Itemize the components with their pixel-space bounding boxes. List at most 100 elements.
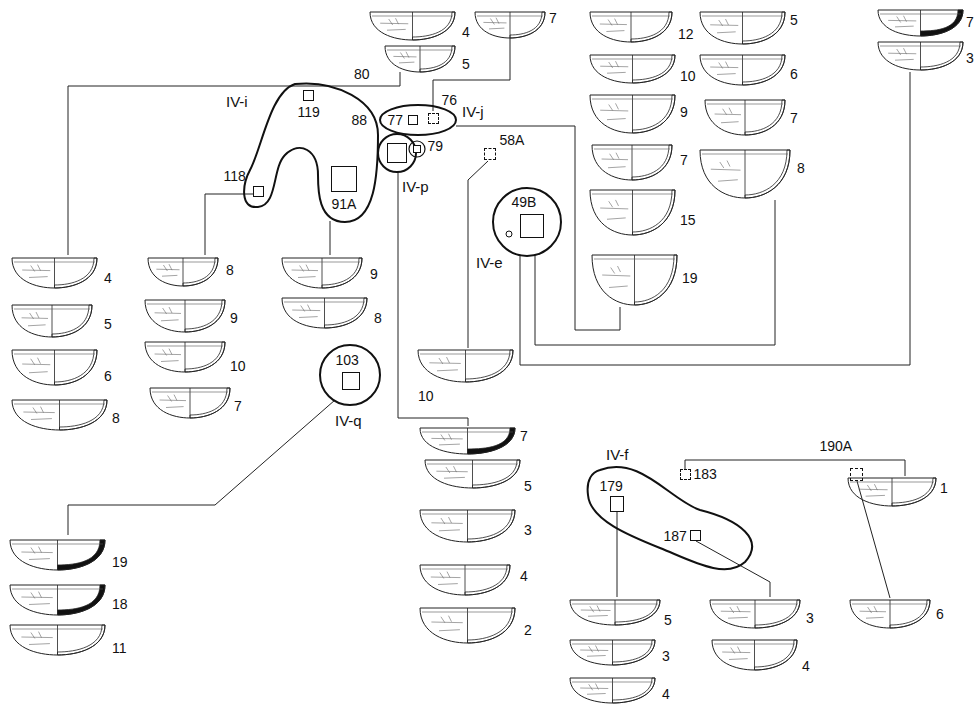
callout-number: 6	[790, 66, 798, 82]
vessel-outline	[700, 12, 785, 44]
pottery-profile	[850, 600, 930, 628]
vessel-outline	[385, 46, 455, 72]
surface-marks	[22, 312, 48, 326]
rim-line	[387, 50, 453, 51]
center-line	[745, 100, 746, 135]
pit-feature: 58A	[484, 148, 496, 160]
callout-number: 5	[790, 12, 798, 28]
center-line	[324, 298, 325, 328]
rim-line	[14, 309, 90, 310]
vessel-section	[52, 305, 92, 337]
rim-line	[572, 644, 653, 645]
rim-line	[147, 304, 223, 305]
callout-number: 8	[112, 410, 120, 426]
vessel-section	[190, 388, 230, 418]
feature-number: 91A	[332, 196, 357, 212]
center-line	[745, 150, 746, 198]
vessel-outline	[370, 12, 455, 40]
surface-marks	[580, 684, 608, 695]
callout-number: 12	[678, 26, 694, 42]
pottery-profile	[370, 12, 455, 40]
vessel-outline	[12, 258, 97, 288]
vessel-outline	[418, 350, 513, 382]
leader-line	[205, 194, 253, 255]
callout-number: 9	[230, 310, 238, 326]
surface-marks	[21, 592, 52, 605]
callout-number: 6	[936, 606, 944, 622]
surface-marks	[431, 572, 461, 585]
vessel-section	[465, 565, 510, 595]
rim-line	[592, 59, 673, 60]
center-line	[185, 342, 186, 372]
pottery-profile	[282, 298, 367, 328]
vessel-outline	[590, 95, 675, 133]
pottery-profile	[10, 625, 105, 655]
vessel-outline	[420, 428, 515, 454]
rim-line	[422, 612, 513, 613]
surface-marks	[21, 632, 52, 645]
vessel-section	[325, 298, 368, 328]
callout-number: 10	[680, 68, 696, 84]
vessel-outline	[590, 12, 672, 42]
pottery-profile	[12, 350, 97, 385]
surface-marks	[483, 18, 506, 29]
callout-number: 5	[524, 478, 532, 494]
vessel-outline	[850, 600, 930, 628]
group-label: IV-p	[402, 178, 429, 195]
callout-number: 11	[112, 640, 127, 656]
rim-line	[702, 154, 788, 155]
center-line	[57, 585, 58, 615]
pottery-profile	[592, 145, 672, 180]
rim-line	[150, 262, 216, 263]
vessel-outline	[592, 255, 677, 305]
center-line	[190, 388, 191, 418]
pottery-drawings	[10, 10, 963, 703]
outline-path	[588, 467, 752, 569]
leader-line	[398, 172, 468, 426]
feature-number: 187	[664, 528, 687, 544]
center-line	[632, 190, 633, 235]
pottery-profile	[10, 540, 105, 570]
vessel-section	[745, 100, 785, 135]
feature-number: 88	[352, 112, 368, 128]
rim-line	[714, 644, 795, 645]
rim-line	[427, 464, 518, 465]
callout-number: 3	[806, 610, 814, 626]
feature-number: 76	[442, 92, 458, 108]
vessel-outline	[10, 625, 105, 655]
leader-line	[685, 460, 905, 476]
rim-line	[12, 544, 103, 545]
center-line	[54, 350, 55, 385]
rim-line	[372, 16, 453, 17]
center-line	[754, 640, 755, 670]
vessel-section	[58, 625, 106, 655]
rim-line	[147, 346, 223, 347]
vessel-outline	[700, 150, 790, 198]
feature-group: IV-f179187	[584, 442, 769, 582]
center-line	[742, 55, 743, 85]
vessel-outline	[12, 305, 92, 337]
vessel-section	[58, 585, 106, 615]
outline-circle	[320, 345, 380, 405]
feature-group: IV-q103	[318, 340, 382, 432]
rim-line	[594, 149, 670, 150]
vessel-section	[633, 95, 676, 133]
rim-line	[702, 59, 783, 60]
pit-feature: 103	[342, 372, 360, 390]
rim-line	[14, 262, 95, 263]
callout-number: 80	[354, 66, 370, 82]
vessel-section	[55, 258, 98, 288]
rim-line	[14, 354, 95, 355]
surface-marks	[888, 48, 916, 60]
callout-number: 10	[230, 358, 246, 374]
center-line	[634, 255, 635, 305]
pottery-profile	[710, 600, 800, 628]
vessel-section	[468, 510, 516, 542]
surface-marks	[429, 357, 460, 371]
rim-line	[880, 46, 961, 47]
vessel-outline	[848, 478, 936, 506]
surface-marks	[393, 52, 416, 63]
feature-number: 118	[224, 168, 246, 184]
callout-number: 8	[797, 160, 805, 176]
